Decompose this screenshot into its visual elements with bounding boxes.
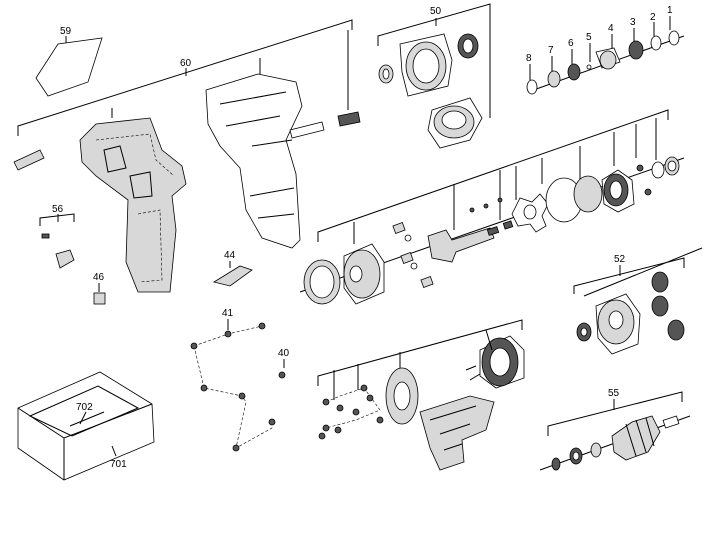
callout-7: 7 xyxy=(548,45,554,56)
part-46-switch: 46 xyxy=(93,272,106,305)
callout-52: 52 xyxy=(614,254,626,265)
part-56-clip-set: 56 xyxy=(39,204,75,269)
callout-55: 55 xyxy=(608,388,620,399)
callout-1: 1 xyxy=(667,5,673,16)
part-40-screw: 40 xyxy=(278,348,290,379)
part-701-carrying-case: 702 701 xyxy=(17,371,155,481)
impact-mechanism-row xyxy=(299,109,685,305)
callout-50: 50 xyxy=(430,6,442,17)
callout-41: 41 xyxy=(222,308,234,319)
callout-701: 701 xyxy=(110,459,127,470)
callout-4: 4 xyxy=(608,23,614,34)
callout-59: 59 xyxy=(60,26,72,37)
callout-3: 3 xyxy=(630,17,636,28)
callout-702: 702 xyxy=(76,402,93,413)
callout-56: 56 xyxy=(52,204,64,215)
part-50-front-housing-set: 50 xyxy=(377,3,491,149)
callout-5: 5 xyxy=(586,32,592,43)
part-55-motor: 55 xyxy=(539,388,691,471)
callout-40: 40 xyxy=(278,348,290,359)
callout-44: 44 xyxy=(224,250,236,261)
part-52-gearbox: 52 xyxy=(573,247,703,355)
callout-8: 8 xyxy=(526,53,532,64)
callout-46: 46 xyxy=(93,272,105,283)
part-41-screw-set: 41 xyxy=(190,308,276,452)
callout-6: 6 xyxy=(568,38,574,49)
callout-60: 60 xyxy=(180,58,192,69)
stator-electronics-group xyxy=(317,319,525,471)
part-59-label-plate: 59 xyxy=(35,26,103,97)
chuck-parts-1-8: 1 2 3 4 5 6 7 8 xyxy=(526,5,685,95)
part-60-housing-set: 60 xyxy=(13,19,361,293)
part-44-spring-clip: 44 xyxy=(212,250,253,287)
callout-2: 2 xyxy=(650,12,656,23)
